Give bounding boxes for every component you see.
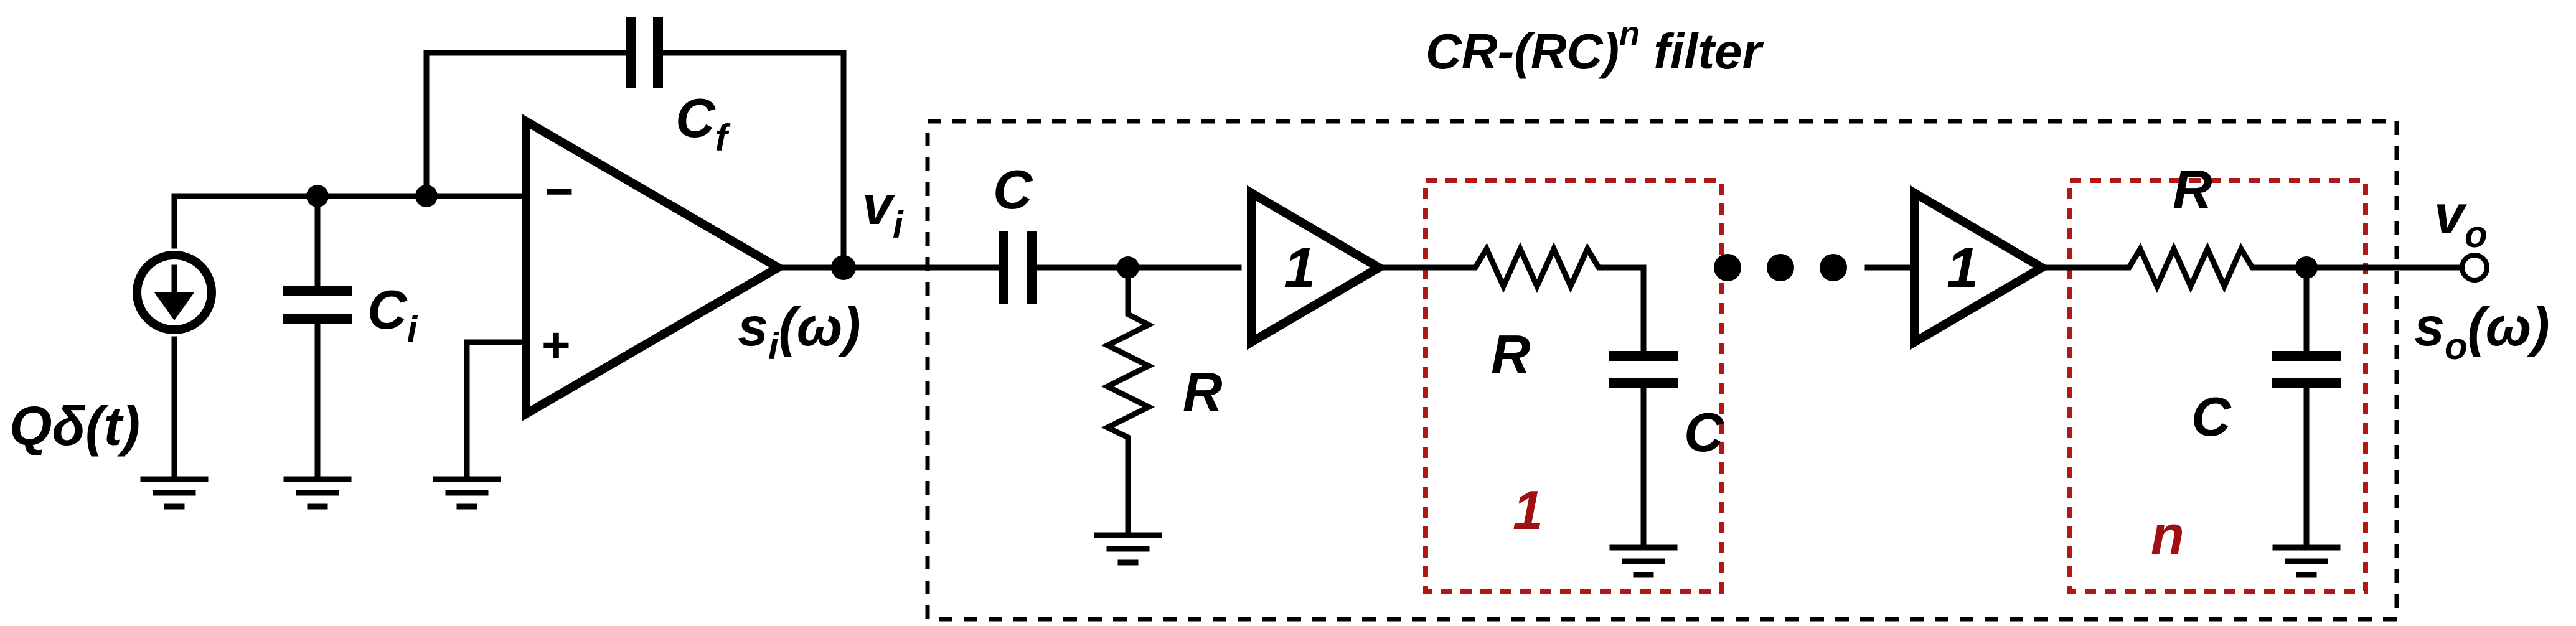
ci-label: Ci xyxy=(367,279,418,350)
ground-ci xyxy=(283,476,352,510)
vi-label: vi xyxy=(862,174,904,246)
ground-cr xyxy=(1094,532,1162,566)
opamp-inverting-sign: − xyxy=(545,164,574,219)
output-terminal xyxy=(2460,253,2489,283)
feedback-capacitor-cf xyxy=(423,17,847,271)
stage-1-index: 1 xyxy=(1513,479,1543,541)
stage-1-box xyxy=(1423,178,1724,594)
stage-n-box xyxy=(2067,178,2368,594)
node-dot-vi xyxy=(831,255,856,280)
filter-title: CR-(RC)n filter xyxy=(1426,15,1764,79)
opamp-plus-wire xyxy=(464,339,529,482)
buffer-2-gain: 1 xyxy=(1947,236,1978,300)
source-label: Qδ(t) xyxy=(9,395,140,457)
ground-stage-n xyxy=(2272,544,2341,578)
stage-1-capacitor xyxy=(1609,351,1678,551)
stage-n-resistor xyxy=(2039,242,2465,293)
current-source xyxy=(133,193,216,482)
cf-label: Cf xyxy=(675,87,731,159)
ground-stage-1 xyxy=(1609,544,1678,578)
stage-n-res-label: R xyxy=(2173,159,2212,220)
ground-source xyxy=(140,476,209,510)
buffer-2-triangle xyxy=(1910,185,2051,350)
stage-1-resistor xyxy=(1376,242,1647,358)
si-label: si(ω) xyxy=(738,296,861,367)
ellipsis-dots xyxy=(1714,254,1847,281)
cr-cap-label: C xyxy=(993,159,1033,220)
opamp-noninverting-sign: + xyxy=(542,317,571,373)
buffer-1-gain: 1 xyxy=(1284,236,1315,300)
stage-1-res-label: R xyxy=(1491,324,1531,385)
filter-boundary-box xyxy=(925,119,2399,622)
so-label: so(ω) xyxy=(2414,296,2550,367)
opamp-triangle xyxy=(522,113,787,422)
cr-res-label: R xyxy=(1183,361,1223,423)
cr-shunt-resistor xyxy=(1101,264,1155,538)
vo-label: vo xyxy=(2434,184,2488,255)
stage-n-index: n xyxy=(2151,504,2184,566)
input-capacitor-ci xyxy=(283,193,352,482)
stage-1-cap-label: C xyxy=(1684,401,1724,463)
stage-n-capacitor xyxy=(2272,264,2341,551)
buffer-1-triangle xyxy=(1247,185,1388,350)
ground-opamp xyxy=(433,476,501,510)
stage-n-cap-label: C xyxy=(2191,386,2232,447)
